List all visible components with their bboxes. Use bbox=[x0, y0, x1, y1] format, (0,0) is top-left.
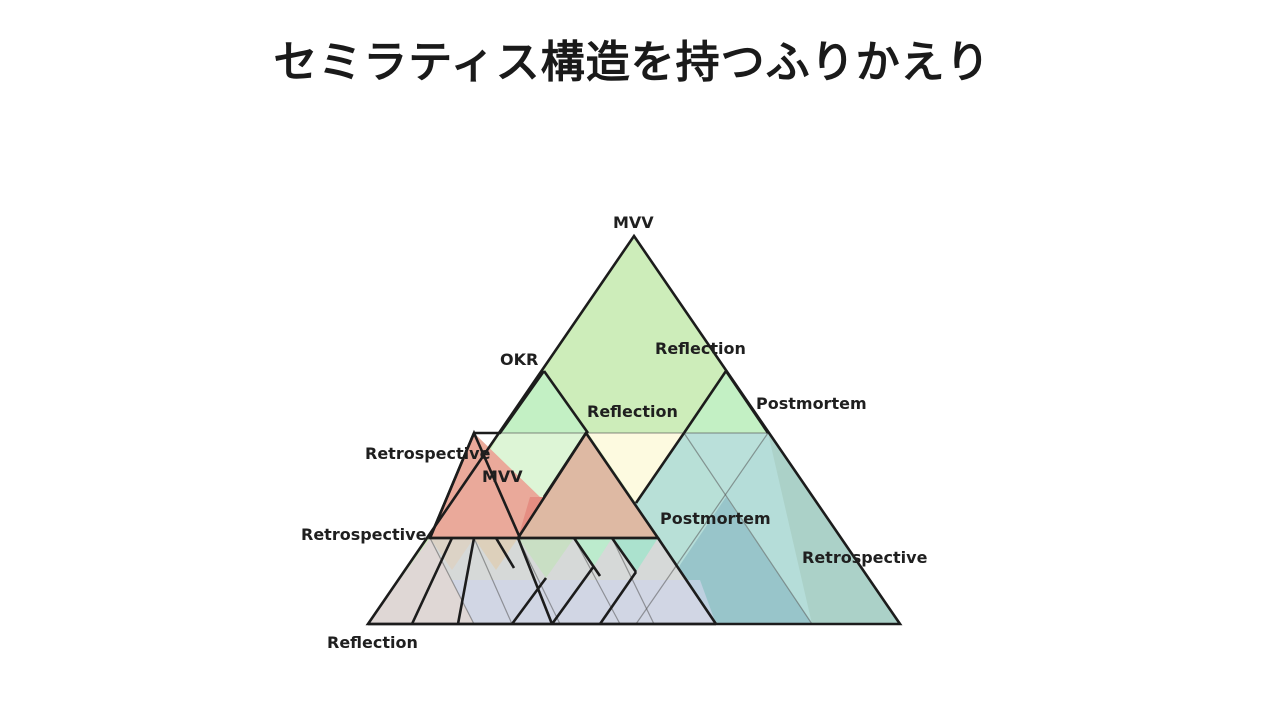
label-retrospective-left: Retrospective bbox=[301, 525, 427, 544]
okr-triangle bbox=[500, 371, 588, 433]
label-reflection-mid: Reflection bbox=[587, 402, 678, 421]
label-postmortem-right: Postmortem bbox=[756, 394, 867, 413]
band-tri-4 bbox=[574, 538, 612, 566]
label-reflection-bottom: Reflection bbox=[327, 633, 418, 652]
band-tri-3 bbox=[518, 538, 574, 578]
band-tri-2 bbox=[474, 538, 518, 570]
bottom-left-grey bbox=[368, 538, 474, 624]
label-retrospective-right: Retrospective bbox=[802, 548, 928, 567]
cream-center-triangle bbox=[588, 433, 684, 503]
label-mvv-top: MVV bbox=[613, 213, 654, 232]
postmortem-top-triangle bbox=[684, 371, 768, 433]
mvv-inner-triangle bbox=[518, 433, 658, 538]
page-title: セミラティス構造を持つふりかえり bbox=[273, 37, 991, 88]
retrospective-red-triangle bbox=[430, 433, 540, 538]
label-reflection-upper: Reflection bbox=[655, 339, 746, 358]
label-postmortem-inner: Postmortem bbox=[660, 509, 771, 528]
label-retrospective-upper-left: Retrospective bbox=[365, 444, 491, 463]
band-tri-1 bbox=[430, 538, 474, 570]
band-tri-5 bbox=[612, 538, 658, 572]
label-mvv-inner: MVV bbox=[482, 467, 523, 486]
label-okr: OKR bbox=[500, 350, 538, 369]
